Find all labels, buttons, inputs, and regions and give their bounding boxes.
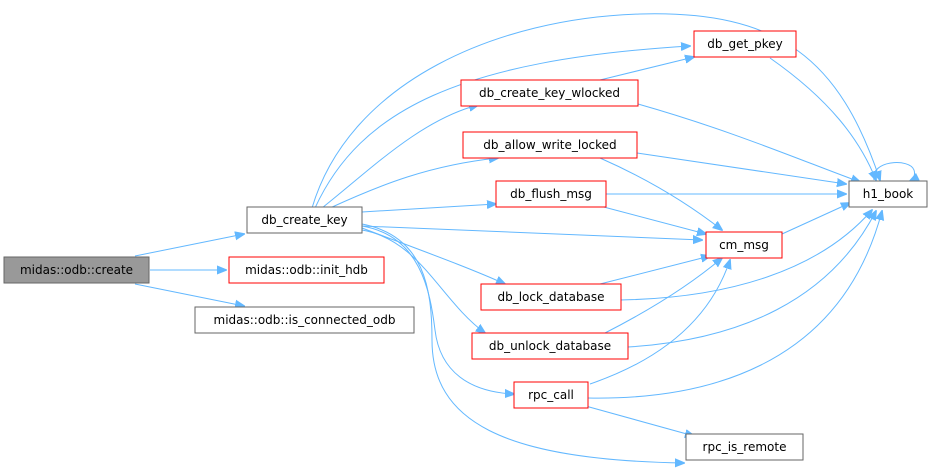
svg-text:db_get_pkey: db_get_pkey: [707, 37, 783, 51]
edge-db_flush_msg-to-cm_msg: [599, 205, 706, 234]
node-db-lock-database[interactable]: db_lock_database: [480, 283, 622, 311]
svg-text:midas::odb::is_connected_odb: midas::odb::is_connected_odb: [214, 313, 396, 327]
svg-text:rpc_is_remote: rpc_is_remote: [703, 440, 787, 454]
node-h1-book[interactable]: h1_book: [848, 180, 928, 208]
edge-rpc_call-to-cm_msg: [589, 260, 730, 385]
edge-db_create_key-to-h1_book-top: [311, 13, 880, 209]
edge-db_create_key-to-rpc_call: [361, 225, 514, 394]
svg-text:db_allow_write_locked: db_allow_write_locked: [483, 138, 616, 152]
edge-db_get_pkey-to-h1_book: [769, 57, 876, 180]
edge-h1_book-self-loop: [873, 162, 915, 181]
node-midas-odb-is-connected-odb[interactable]: midas::odb::is_connected_odb: [194, 306, 415, 334]
svg-text:h1_book: h1_book: [863, 187, 914, 201]
node-cm-msg[interactable]: cm_msg: [705, 231, 783, 259]
node-db-unlock-database[interactable]: db_unlock_database: [471, 332, 629, 360]
edge-db_create_key_wlocked-to-h1_book: [637, 103, 860, 182]
edge-create-to-db_create_key: [134, 234, 244, 257]
node-db-create-key[interactable]: db_create_key: [246, 206, 363, 234]
edge-rpc_call-to-rpc_is_remote: [581, 404, 694, 436]
edge-db_create_key-to-rpc_is_remote: [361, 223, 684, 463]
svg-text:midas::odb::init_hdb: midas::odb::init_hdb: [245, 263, 368, 277]
node-db-create-key-wlocked[interactable]: db_create_key_wlocked: [460, 79, 639, 107]
edge-db_unlock_database-to-h1_book: [627, 211, 876, 348]
node-db-get-pkey[interactable]: db_get_pkey: [693, 30, 797, 58]
svg-text:db_unlock_database: db_unlock_database: [489, 339, 611, 353]
edge-db_create_key-to-db_unlock_database: [361, 229, 485, 333]
edge-rpc_call-to-h1_book: [587, 211, 882, 399]
edge-db_create_key-to-cm_msg: [361, 225, 702, 240]
node-db-flush-msg[interactable]: db_flush_msg: [495, 180, 607, 208]
edge-db_create_key_wlocked-to-db_get_pkey: [599, 57, 694, 81]
node-db-allow-write-locked[interactable]: db_allow_write_locked: [462, 131, 638, 159]
svg-text:db_create_key_wlocked: db_create_key_wlocked: [479, 86, 620, 100]
edge-db_create_key-to-db_create_key_wlocked: [321, 105, 478, 209]
svg-text:db_flush_msg: db_flush_msg: [510, 187, 592, 201]
edge-cm_msg-to-h1_book: [781, 203, 850, 235]
node-midas-odb-init-hdb[interactable]: midas::odb::init_hdb: [228, 256, 385, 284]
edge-db_create_key-to-db_get_pkey: [314, 46, 690, 209]
svg-text:midas::odb::create: midas::odb::create: [20, 263, 133, 277]
edge-db_create_key-to-db_allow_write_locked: [329, 158, 498, 209]
node-rpc-is-remote[interactable]: rpc_is_remote: [685, 433, 804, 461]
node-rpc-call[interactable]: rpc_call: [513, 381, 589, 409]
edge-db_lock_database-to-cm_msg: [599, 256, 710, 285]
svg-text:cm_msg: cm_msg: [719, 238, 769, 252]
edge-db_unlock_database-to-cm_msg: [604, 258, 722, 334]
svg-text:rpc_call: rpc_call: [528, 388, 574, 402]
svg-text:db_lock_database: db_lock_database: [497, 290, 604, 304]
node-midas-odb-create[interactable]: midas::odb::create: [3, 256, 150, 284]
edge-db_allow_write_locked-to-h1_book: [636, 152, 846, 184]
edge-db_create_key-to-db_flush_msg: [361, 204, 496, 213]
edge-db_lock_database-to-h1_book: [619, 210, 872, 301]
edge-create-to-is_connected_odb: [134, 283, 244, 306]
edge-db_allow_write_locked-to-cm_msg: [599, 157, 722, 230]
svg-text:db_create_key: db_create_key: [261, 213, 347, 227]
